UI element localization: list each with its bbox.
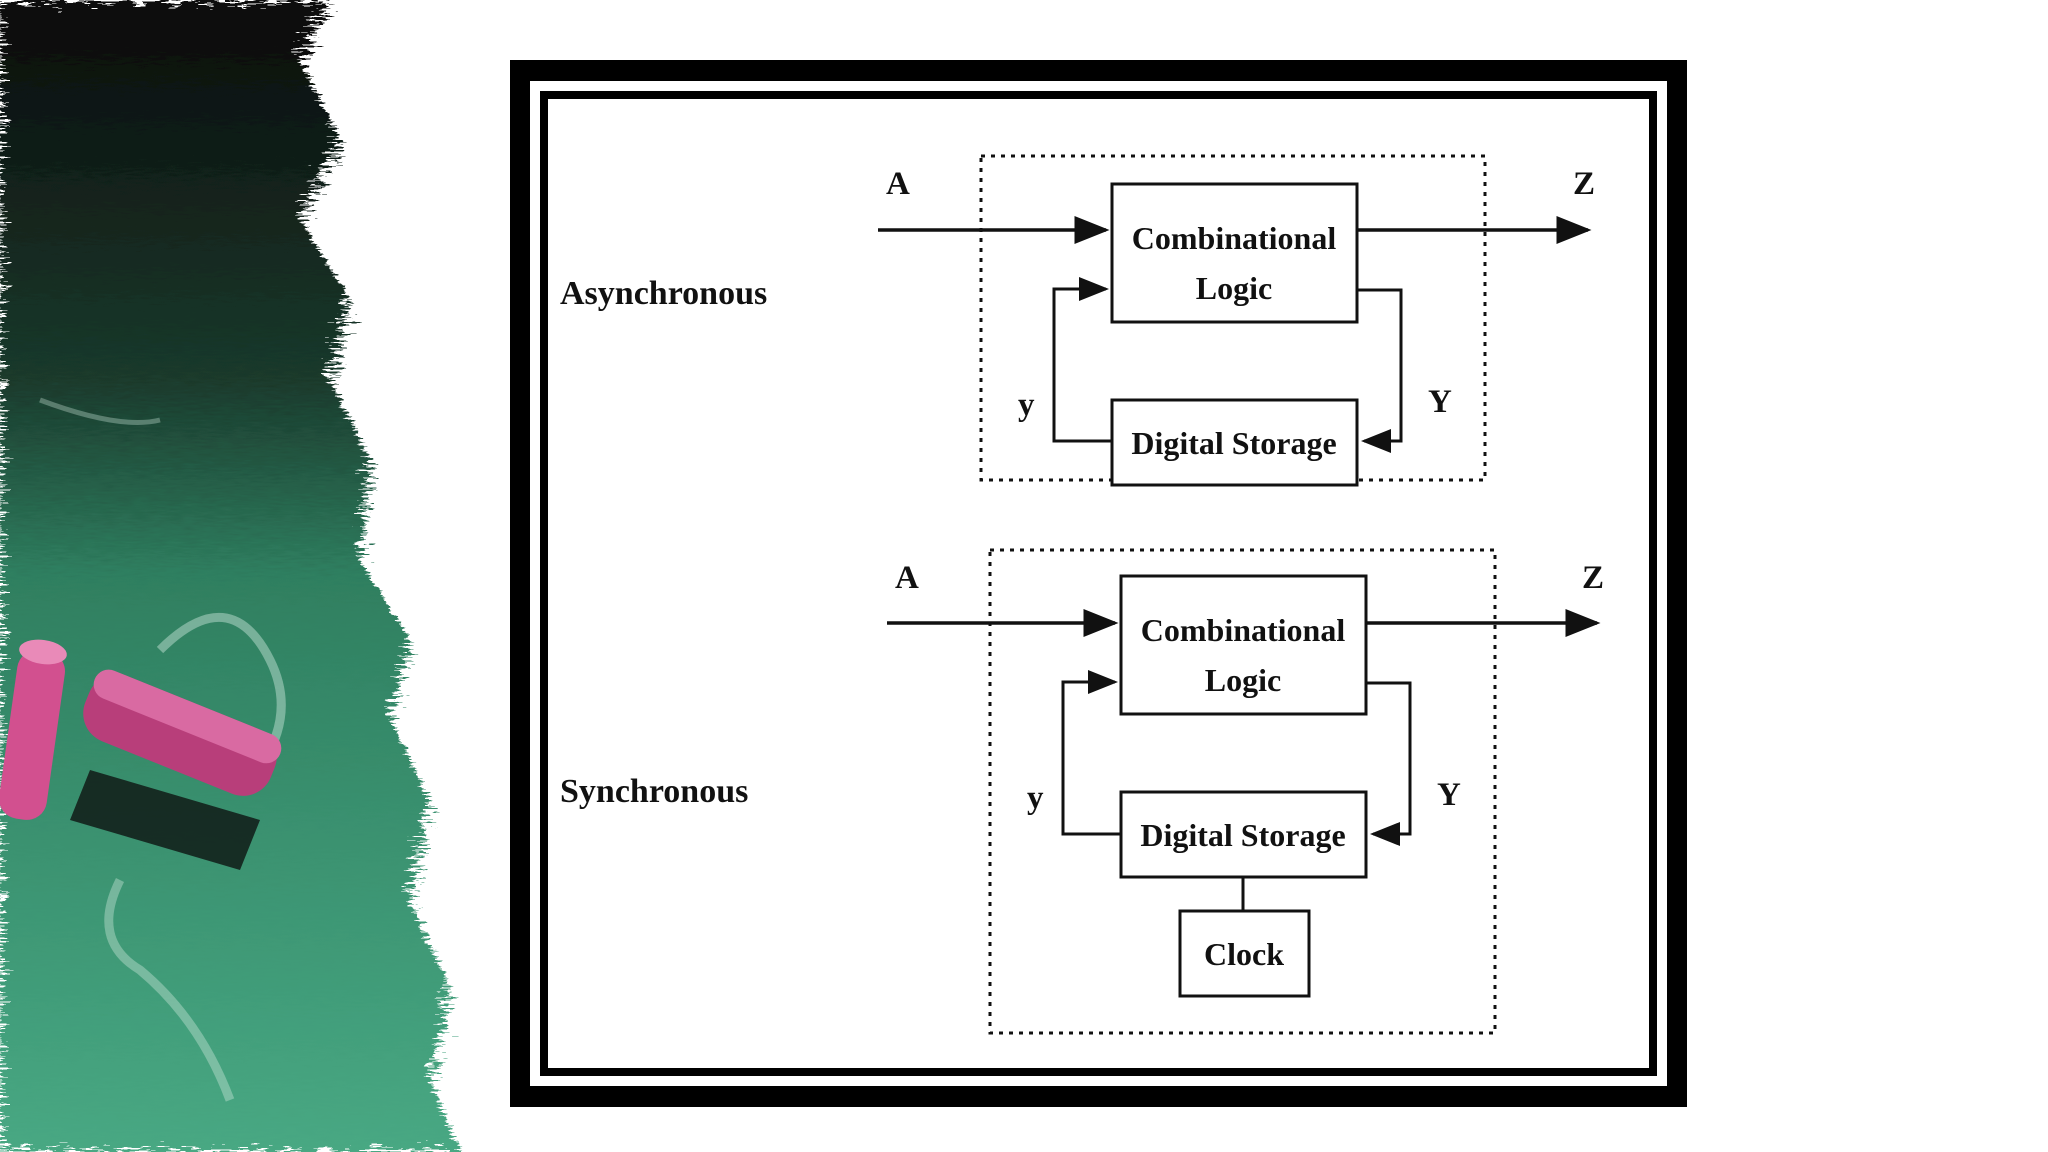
sync-logic-box	[1119, 574, 1368, 716]
sync-logic-label-2: Logic	[1205, 662, 1281, 698]
async-next-state-label: Y	[1428, 384, 1452, 420]
sync-input-label: A	[895, 560, 919, 596]
sync-present-state-line	[1061, 670, 1121, 836]
async-circuit: Asynchronous A Z Combinational Logi	[560, 154, 1595, 487]
sync-output-label: Z	[1582, 560, 1604, 596]
async-logic-label-1: Combinational	[1132, 220, 1337, 256]
sync-circuit: Synchronous A Z Combinational Logic	[560, 548, 1604, 1035]
sequential-circuit-diagram: Asynchronous A Z Combinational Logi	[560, 154, 1604, 1035]
async-present-state-line	[1052, 277, 1112, 443]
sync-clock-box	[1178, 909, 1311, 998]
sync-label: Synchronous	[560, 773, 748, 810]
async-storage-box	[1110, 398, 1359, 487]
async-present-state-label: y	[1018, 387, 1035, 423]
sync-clock-label: Clock	[1204, 936, 1284, 972]
frame-inner-border: Asynchronous A Z Combinational Logi	[530, 81, 1667, 1086]
async-input-label: A	[886, 166, 910, 202]
sync-next-state-label: Y	[1437, 777, 1461, 813]
sync-boundary	[988, 548, 1497, 1035]
async-logic-label-2: Logic	[1196, 270, 1272, 306]
sync-next-state-line	[1366, 681, 1412, 846]
diagram-frame: Asynchronous A Z Combinational Logi	[510, 60, 1687, 1107]
sync-storage-box	[1119, 790, 1368, 879]
diagram-paper: Asynchronous A Z Combinational Logi	[548, 99, 1649, 1068]
async-label: Asynchronous	[560, 275, 767, 312]
chalk-stick-1	[0, 639, 67, 820]
chalkboard-decoration	[0, 0, 460, 1152]
async-storage-label: Digital Storage	[1131, 425, 1336, 461]
async-output-label: Z	[1573, 166, 1595, 202]
chalk-stick-2	[70, 669, 282, 870]
async-logic-box	[1110, 182, 1359, 324]
sync-storage-label: Digital Storage	[1140, 817, 1345, 853]
sync-logic-label-1: Combinational	[1141, 612, 1346, 648]
sync-present-state-label: y	[1027, 780, 1044, 816]
async-next-state-line	[1357, 288, 1403, 453]
